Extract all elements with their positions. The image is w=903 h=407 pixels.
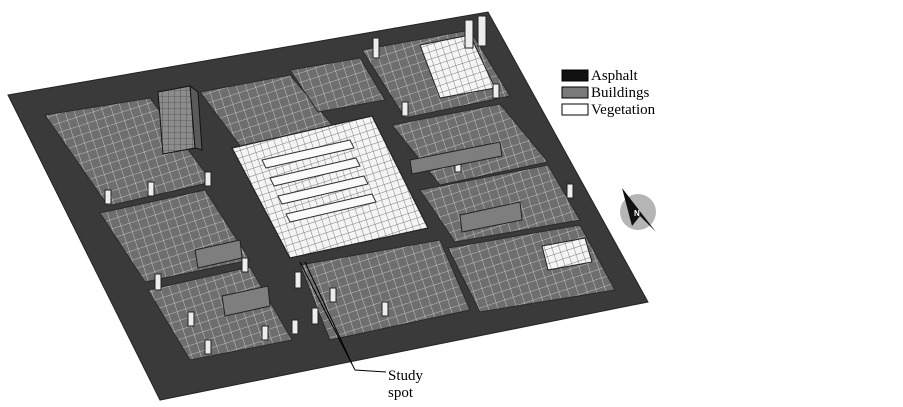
north-label: N xyxy=(634,209,640,218)
legend: Asphalt Buildings Vegetation xyxy=(561,68,656,118)
study-spot-leader xyxy=(299,261,387,373)
vegetation-se xyxy=(541,237,593,271)
study-spot-label-2: spot xyxy=(388,385,414,401)
legend-swatch-vegetation xyxy=(561,103,589,116)
low-buildings xyxy=(194,141,523,317)
legend-label-asphalt: Asphalt xyxy=(591,68,638,84)
north-arrow-icon: N xyxy=(620,188,656,232)
tall-building xyxy=(157,84,203,155)
block-n2 xyxy=(289,57,386,113)
legend-swatch-buildings xyxy=(561,86,589,99)
block-nw xyxy=(44,97,213,207)
vegetation-rows xyxy=(261,139,377,223)
study-spot-label-1: Study xyxy=(388,368,424,384)
legend-label-vegetation: Vegetation xyxy=(591,102,656,118)
legend-label-buildings: Buildings xyxy=(591,85,650,101)
block-e1 xyxy=(419,164,581,243)
block-s1 xyxy=(299,239,471,341)
legend-swatch-asphalt xyxy=(561,69,589,82)
